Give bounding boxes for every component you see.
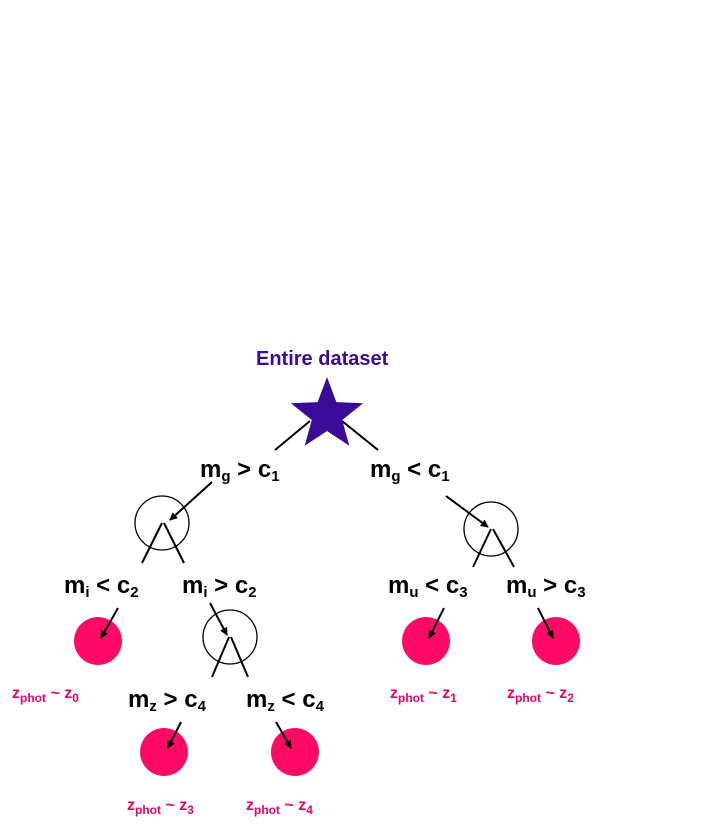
connector-line xyxy=(100,607,119,639)
condition-right-right: mu > c3 xyxy=(506,572,586,601)
diagram-title: Entire dataset xyxy=(256,348,389,370)
leaf-label-z0: zphot ~ z0 xyxy=(12,685,79,705)
connector-line xyxy=(428,607,445,639)
connector-line xyxy=(275,721,292,749)
leaf-node-z4 xyxy=(271,721,319,776)
split-right-line xyxy=(163,522,185,564)
leaf-circle-icon xyxy=(402,617,450,665)
split-node-lower xyxy=(202,602,258,678)
leaf-label-z4: zphot ~ z4 xyxy=(246,797,313,817)
leaf-label-z2: zphot ~ z2 xyxy=(507,685,574,705)
star-icon xyxy=(290,377,364,446)
leaf-circle-icon xyxy=(271,728,319,776)
condition-sub-right: mz < c4 xyxy=(246,686,324,715)
open-circle-icon xyxy=(202,609,258,665)
connector-line xyxy=(537,607,554,639)
split-left-line xyxy=(211,636,230,678)
split-left-line xyxy=(141,522,163,564)
condition-root-right: mg < c1 xyxy=(370,456,450,485)
split-right-line xyxy=(230,636,249,678)
leaf-node-z1 xyxy=(402,607,450,665)
leaf-node-z2 xyxy=(532,607,580,665)
leaf-circle-icon xyxy=(532,617,580,665)
leaf-label-z3: zphot ~ z3 xyxy=(127,797,194,817)
open-circle-icon xyxy=(134,495,190,551)
root-left-branch-line xyxy=(274,420,311,451)
leaf-label-z1: zphot ~ z1 xyxy=(390,685,457,705)
connector-line xyxy=(209,602,228,636)
split-node-right xyxy=(445,495,519,568)
leaf-circle-icon xyxy=(74,617,122,665)
condition-right-left: mu < c3 xyxy=(388,572,468,601)
leaf-node-z0 xyxy=(74,607,122,665)
leaf-circle-icon xyxy=(140,728,188,776)
split-node-left xyxy=(134,481,213,564)
root-right-branch-line xyxy=(341,420,379,451)
connector-line xyxy=(445,495,489,528)
root-node xyxy=(274,377,379,451)
condition-root-left: mg > c1 xyxy=(200,456,280,485)
condition-sub-left: mz > c4 xyxy=(128,686,206,715)
split-right-line xyxy=(492,528,515,568)
condition-left-left: mi < c2 xyxy=(64,572,139,601)
split-left-line xyxy=(472,528,492,568)
connector-line xyxy=(169,481,213,521)
connector-line xyxy=(167,721,182,749)
open-circle-icon xyxy=(463,501,519,557)
condition-left-right: mi > c2 xyxy=(182,572,257,601)
leaf-node-z3 xyxy=(140,721,188,776)
